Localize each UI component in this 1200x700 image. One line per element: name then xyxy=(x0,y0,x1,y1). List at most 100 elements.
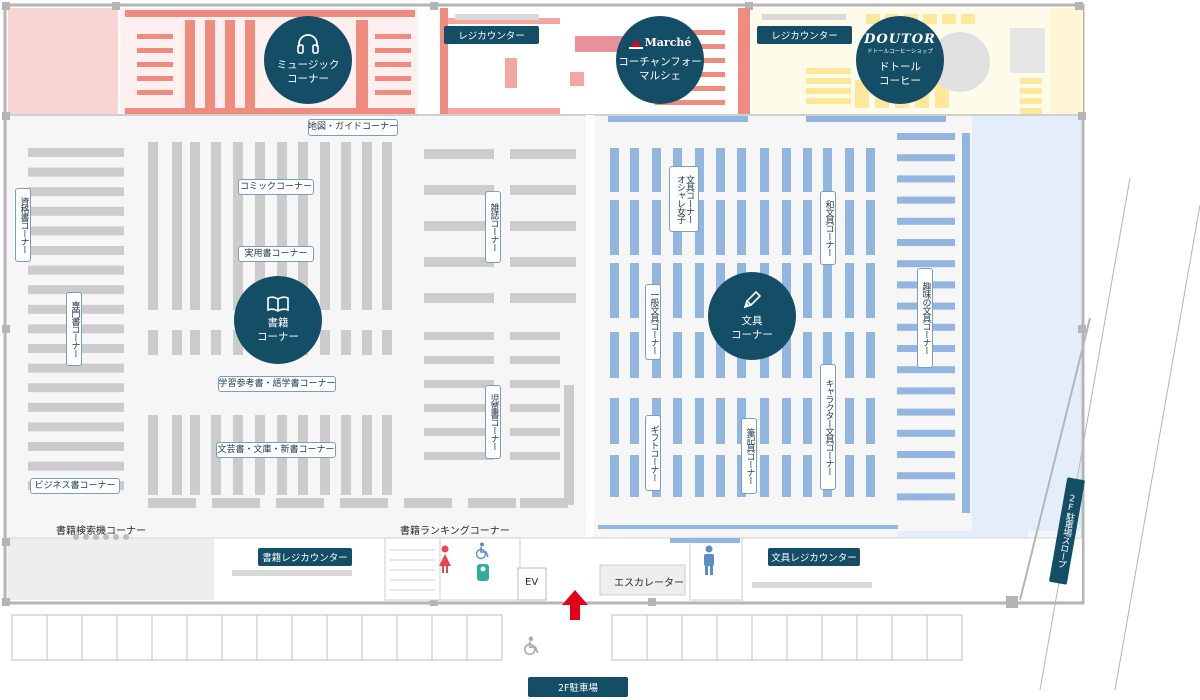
parking-space xyxy=(821,614,858,661)
character-stationery-corner[interactable]: キャラクター文具コーナー xyxy=(820,364,836,490)
book-shelf xyxy=(255,142,265,310)
ranking-corner[interactable]: 書籍ランキングコーナー xyxy=(400,526,510,537)
search-terminal-dots xyxy=(73,534,129,540)
doutor-logo: DOUTOR xyxy=(864,32,936,48)
book-shelf xyxy=(276,498,324,508)
book-register-counter[interactable]: 書籍レジカウンター xyxy=(258,548,352,566)
marche-zone-badge[interactable]: Marché コーチャンフォー マルシェ xyxy=(616,16,704,104)
business-books-corner[interactable]: ビジネス書コーナー xyxy=(30,478,120,494)
search-terminal-corner[interactable]: 書籍検索機コーナー xyxy=(56,526,146,537)
restroom-female-icon xyxy=(439,545,451,573)
specialist-books-corner[interactable]: 専門書コーナー xyxy=(66,292,82,366)
stationery-shelf xyxy=(652,200,661,255)
stationery-shelf xyxy=(630,398,639,444)
stationery-shelf xyxy=(760,200,769,255)
doutor-logo-sub: ドトールコーヒーショップ xyxy=(867,48,933,55)
book-shelf xyxy=(424,380,494,388)
stylish-stationery-corner[interactable]: オシャレ女子 文具コーナー xyxy=(669,166,699,232)
stationery-shelf xyxy=(673,263,682,318)
book-shelf xyxy=(520,498,568,508)
book-shelf xyxy=(28,285,124,295)
book-shelf xyxy=(382,330,392,355)
music-zone-badge[interactable]: ミュージックコーナー xyxy=(264,16,352,104)
stationery-shelf xyxy=(782,398,791,444)
stationery-shelf xyxy=(598,525,898,529)
parking-space xyxy=(396,614,433,661)
stationery-shelf xyxy=(897,133,955,140)
parking-space xyxy=(716,614,753,661)
stationery-shelf xyxy=(673,398,682,444)
cafe-seat xyxy=(806,88,851,94)
elevator[interactable]: EV xyxy=(525,577,539,588)
register-counter-top-right[interactable]: レジカウンター xyxy=(757,26,852,44)
book-shelf xyxy=(28,461,124,471)
shelf xyxy=(125,10,415,17)
stationery-shelf xyxy=(866,455,875,497)
writing-tools-corner[interactable]: 筆記具コーナー xyxy=(741,418,757,494)
book-shelf xyxy=(404,498,452,508)
stationery-shelf xyxy=(823,263,832,318)
hat-icon xyxy=(628,39,643,49)
book-shelf xyxy=(341,142,351,310)
stationery-shelf xyxy=(610,332,619,378)
book-shelf xyxy=(320,330,330,355)
practical-books-corner[interactable]: 実用書コーナー xyxy=(238,246,314,262)
shelf xyxy=(137,90,173,95)
hobby-stationery-corner[interactable]: 趣味の文具コーナー xyxy=(917,268,933,368)
books-zone-badge[interactable]: 書籍 コーナー xyxy=(234,276,322,364)
parking-space xyxy=(116,614,153,661)
book-shelf xyxy=(341,228,351,308)
stationery-shelf xyxy=(897,429,955,437)
stationery-shelf xyxy=(806,116,946,122)
stationery-shelf xyxy=(845,332,854,378)
doutor-zone-badge[interactable]: DOUTOR ドトールコーヒーショップ ドトール コーヒー xyxy=(856,16,944,104)
book-shelf xyxy=(362,142,372,310)
gift-corner[interactable]: ギフトコーナー xyxy=(645,415,661,491)
stationery-shelf xyxy=(610,398,619,444)
stationery-register-counter[interactable]: 文具レジカウンター xyxy=(768,548,860,566)
stationery-label-line2: コーナー xyxy=(731,329,773,341)
book-shelf xyxy=(148,330,158,355)
stationery-shelf xyxy=(897,175,955,183)
stationery-shelf xyxy=(782,332,791,378)
escalator[interactable]: エスカレーター xyxy=(614,578,684,589)
parking-space xyxy=(256,614,293,661)
book-shelf xyxy=(190,228,200,308)
book-shelf xyxy=(340,498,388,508)
stationery-shelf xyxy=(630,455,639,497)
study-books-corner[interactable]: 学習参考書・語学書コーナー xyxy=(218,376,336,392)
stationery-shelf xyxy=(897,451,955,458)
parking-space xyxy=(326,614,363,661)
qualification-books-corner[interactable]: 資格書コーナー xyxy=(15,188,31,262)
literature-corner[interactable]: 文芸書・文庫・新書コーナー xyxy=(216,442,336,458)
pen-icon xyxy=(743,290,762,309)
book-shelf xyxy=(148,415,158,495)
general-stationery-corner[interactable]: 一般文具コーナー xyxy=(645,284,661,360)
book-shelf xyxy=(148,498,196,508)
book-shelf xyxy=(362,415,372,495)
parking-2f-label[interactable]: 2F駐車場 xyxy=(528,677,628,697)
wheelchair-icon xyxy=(475,542,489,560)
stationery-shelf xyxy=(803,148,812,192)
book-shelf xyxy=(424,221,494,231)
book-shelf xyxy=(172,415,182,495)
magazine-corner[interactable]: 雑誌コーナー xyxy=(485,191,501,263)
book-shelf xyxy=(510,149,576,159)
stationery-zone-badge[interactable]: 文具 コーナー xyxy=(708,272,796,360)
parking-space xyxy=(186,614,223,661)
book-shelf xyxy=(424,257,494,267)
book-shelf xyxy=(172,142,182,310)
parking-space xyxy=(891,614,928,661)
japanese-stationery-corner[interactable]: 和文具コーナー xyxy=(820,191,836,265)
stationery-shelf xyxy=(716,455,725,497)
cafe-seat xyxy=(923,14,937,24)
marche-logo: Marché xyxy=(628,36,691,51)
stationery-shelf xyxy=(823,148,832,192)
shelf xyxy=(245,20,255,114)
register-counter-top-left[interactable]: レジカウンター xyxy=(444,26,539,44)
map-guide-corner[interactable]: 地図・ガイドコーナー xyxy=(308,119,398,136)
children-books-corner[interactable]: 児童書コーナー xyxy=(485,385,501,459)
comic-corner[interactable]: コミックコーナー xyxy=(238,179,314,195)
parking-space xyxy=(466,614,503,661)
stationery-shelf xyxy=(897,239,955,246)
